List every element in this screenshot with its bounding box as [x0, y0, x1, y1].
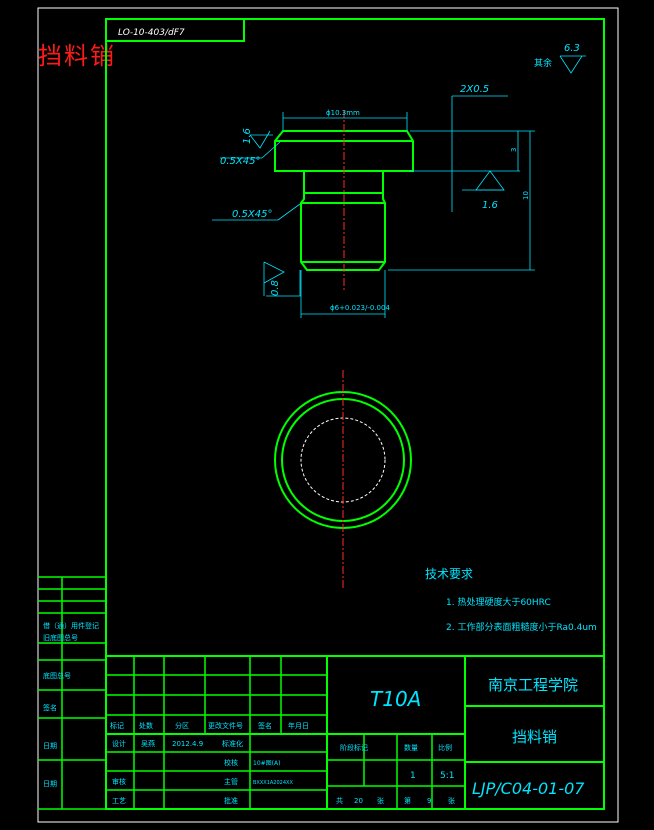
dim-chamfer-bottom: 0.5X45°	[232, 209, 272, 220]
scale-value: 5:1	[440, 771, 454, 781]
right-value-2: BXXX1A2024XX	[253, 780, 293, 786]
notes-title: 技术要求	[425, 567, 473, 581]
right-value-1: 10#图(A)	[253, 760, 280, 767]
dim-top-dia: ϕ10.3mm	[326, 109, 360, 117]
part-title: 挡料销	[38, 42, 116, 70]
left-strip: 借（通）用件登记 旧底图总号 底图总号 签名 日期 日期	[38, 576, 106, 810]
sheet-index-unit: 张	[448, 796, 455, 805]
dim-chamfer-right: 2X0.5	[460, 84, 489, 95]
strip-label-2: 旧底图总号	[43, 633, 78, 642]
sheet-total-unit: 张	[377, 796, 384, 805]
design-date: 2012.4.9	[172, 740, 203, 748]
code-box	[105, 18, 245, 42]
sheet-index-label: 第	[404, 796, 411, 805]
note-2: 2. 工作部分表面粗糙度小于Ra0.4um	[446, 621, 597, 633]
design-label: 设计	[112, 739, 126, 748]
standardization-label: 标准化	[222, 739, 243, 748]
strip-label-5: 日期	[43, 742, 57, 750]
strip-label-1: 借（通）用件登记	[43, 621, 99, 630]
stage-header: 阶段标记	[340, 743, 368, 752]
outer-border	[37, 7, 619, 823]
roughness-top-value: 1.6	[242, 128, 253, 144]
front-view	[274, 110, 414, 290]
rev-header-1: 标记	[110, 721, 124, 730]
right-label-3: 批准	[224, 796, 238, 805]
qty-header: 数量	[404, 743, 418, 752]
roughness-right-value: 1.6	[482, 200, 498, 211]
school-name: 南京工程学院	[488, 676, 578, 694]
roughness-remaining-label: 其余	[534, 57, 552, 69]
dim-total-height: 10	[522, 191, 530, 200]
check-label: 审核	[112, 777, 126, 786]
dim-bottom-dia: ϕ6+0.023/-0.004	[330, 304, 390, 312]
strip-label-3: 底图总号	[43, 671, 71, 680]
roughness-remaining-value: 6.3	[564, 43, 580, 54]
title-block: 标记 处数 分区 更改文件号 签名 年月日 设计 吴燕 2012.4.9 标准化…	[106, 655, 604, 809]
scale-header: 比例	[438, 743, 452, 752]
sheet-index: 9	[427, 797, 431, 805]
roughness-symbol-right	[475, 170, 505, 191]
roughness-symbol-top	[249, 130, 273, 149]
roughness-bottom-value: 0.8	[270, 280, 281, 296]
strip-label-4: 签名	[43, 703, 57, 712]
rev-header-6: 年月日	[288, 721, 309, 730]
designer-name: 吴燕	[141, 739, 155, 748]
dim-head-height: 3	[510, 148, 518, 152]
rev-header-5: 签名	[258, 721, 272, 730]
rev-header-3: 分区	[175, 721, 189, 730]
process-label: 工艺	[112, 797, 126, 805]
right-label-2: 主管	[224, 777, 238, 786]
drawing-name: 挡料销	[512, 728, 557, 746]
code-box-text: LO-10-403/dF7	[118, 28, 185, 38]
rev-header-2: 处数	[139, 721, 153, 730]
rev-header-4: 更改文件号	[208, 721, 243, 730]
right-label-1: 校核	[224, 758, 238, 767]
roughness-symbol-remaining	[559, 55, 586, 74]
roughness-symbol-bottom	[263, 261, 301, 297]
note-1: 1. 热处理硬度大于60HRC	[446, 596, 551, 608]
part-shank	[300, 193, 386, 271]
dimensions: ϕ10.3mm 1.6 0.5X45° 2X0.5 3 10 1.6 0.5X4…	[212, 84, 535, 318]
dim-chamfer-top: 0.5X45°	[220, 156, 260, 167]
part-head	[274, 130, 414, 172]
sheet-total: 20	[354, 797, 363, 805]
inner-frame	[105, 18, 605, 810]
top-view	[274, 370, 412, 590]
material: T10A	[370, 687, 421, 711]
drawing-number: LJP/C04-01-07	[472, 779, 585, 798]
sheet-total-label: 共	[336, 796, 343, 805]
part-neck	[303, 171, 384, 194]
strip-label-6: 日期	[43, 780, 57, 788]
qty-value: 1	[410, 771, 416, 781]
